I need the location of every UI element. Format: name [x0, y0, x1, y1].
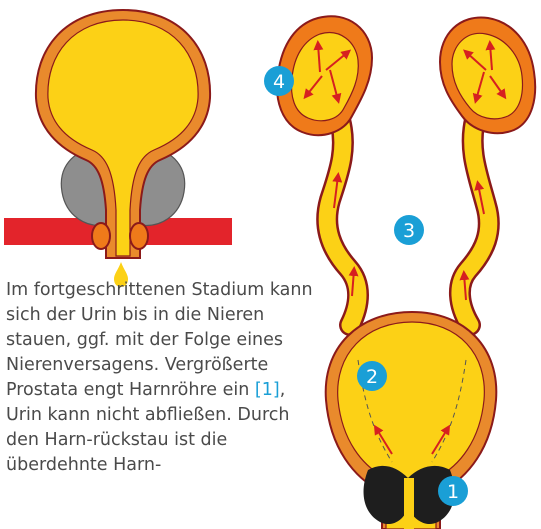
marker-3: 3: [394, 215, 424, 245]
caption-text: Im fortgeschrittenen Stadium kann sich d…: [6, 278, 326, 478]
sphincter-right: [130, 223, 148, 249]
sphincter-left: [92, 223, 110, 249]
reference-link-1[interactable]: [1]: [255, 380, 280, 400]
svg-text:1: 1: [447, 481, 459, 503]
marker-1: 1: [438, 476, 468, 506]
marker-2: 2: [357, 361, 387, 391]
small-bladder-diagram: [4, 10, 232, 287]
marker-4: 4: [264, 66, 294, 96]
svg-text:4: 4: [273, 71, 285, 93]
urethra-large: [404, 478, 414, 529]
svg-text:3: 3: [403, 220, 415, 242]
svg-text:2: 2: [366, 366, 378, 388]
